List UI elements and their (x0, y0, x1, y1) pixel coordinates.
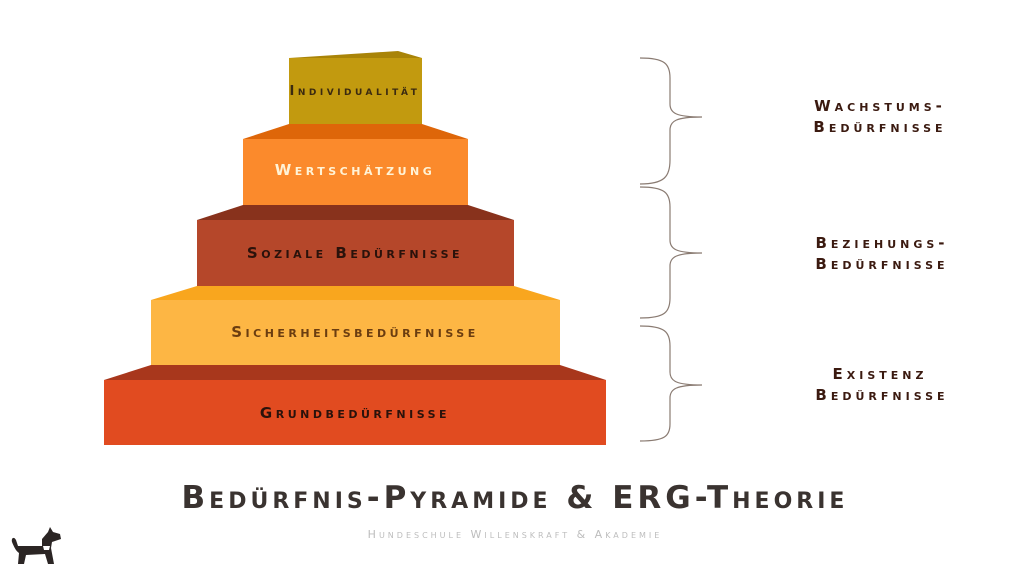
erg-label-line: Beziehungs- (815, 234, 948, 252)
pyramid-level-sicherheitsbeduerfnisse: Sicherheitsbedürfnisse (151, 286, 560, 365)
pyramid-level-label: Wertschätzung (275, 161, 436, 179)
pyramid-level-label: Individualität (290, 84, 421, 99)
pyramid-level-soziale-beduerfnisse: Soziale Bedürfnisse (197, 205, 514, 286)
page-title: Bedürfnis-Pyramide & ERG-Theorie (181, 480, 849, 516)
erg-label-line: Existenz (833, 365, 928, 383)
pyramid-level-grundbeduerfnisse: Grundbedürfnisse (104, 365, 606, 445)
dog-logo-icon (11, 527, 62, 564)
curly-brace-beziehung (639, 186, 703, 319)
pyramid-level-label: Sicherheitsbedürfnisse (231, 323, 479, 341)
pyramid-level-individualitaet: Individualität (289, 51, 422, 124)
pyramid-level-label: Soziale Bedürfnisse (247, 244, 463, 262)
curly-brace-wachstum (639, 57, 703, 185)
erg-label-line: Wachstums- (814, 97, 946, 115)
erg-label-beziehung: Beziehungs- Bedürfnisse (815, 234, 948, 273)
pyramid-level-label: Grundbedürfnisse (260, 404, 450, 422)
erg-label-existenz: Existenz Bedürfnisse (815, 365, 948, 404)
erg-label-line: Bedürfnisse (815, 386, 948, 404)
erg-label-line: Bedürfnisse (815, 255, 948, 273)
erg-label-wachstum: Wachstums- Bedürfnisse (813, 97, 946, 136)
pyramid-level-wertschaetzung: Wertschätzung (243, 124, 468, 205)
erg-label-line: Bedürfnisse (813, 118, 946, 136)
page-subtitle: Hundeschule Willenskraft & Akademie (367, 528, 663, 541)
curly-brace-existenz (639, 325, 703, 442)
